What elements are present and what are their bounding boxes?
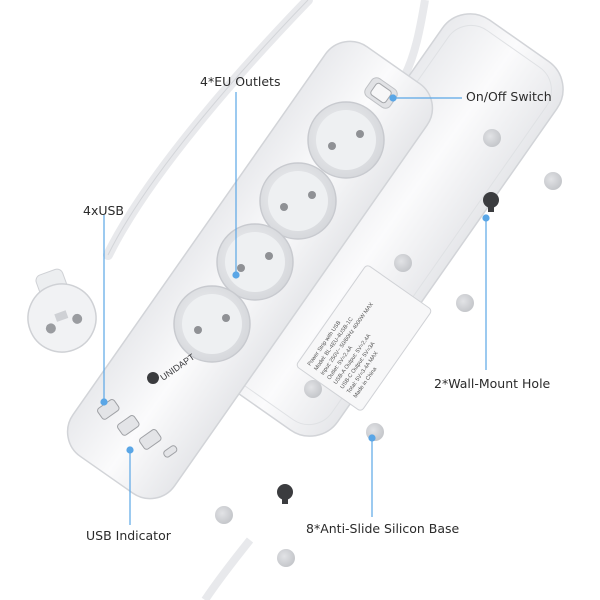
eu-outlet-4 (173, 285, 251, 363)
usb-port-2 (117, 415, 140, 436)
eu-outlet-2 (259, 162, 337, 240)
callout-wall-mount: 2*Wall-Mount Hole (434, 376, 551, 391)
rear-cable (401, 0, 429, 77)
usb-port-3 (139, 429, 162, 450)
callout-usb: 4xUSB (83, 203, 125, 218)
callout-on-off-switch: On/Off Switch (466, 89, 552, 104)
eu-plug (27, 268, 97, 353)
wall-mount-hole-2 (277, 484, 293, 504)
callout-usb-indicator: USB Indicator (86, 528, 171, 543)
wall-mount-hole-1 (483, 192, 499, 212)
callout-lines (100, 92, 490, 525)
eu-outlet-1 (307, 101, 385, 179)
callout-eu-outlets: 4*EU Outlets (200, 74, 281, 89)
bottom-cable (201, 537, 254, 600)
usb-c-port (163, 445, 178, 458)
callout-anti-slide: 8*Anti-Slide Silicon Base (306, 521, 460, 536)
on-off-switch (364, 77, 398, 109)
eu-outlet-3 (216, 223, 294, 301)
